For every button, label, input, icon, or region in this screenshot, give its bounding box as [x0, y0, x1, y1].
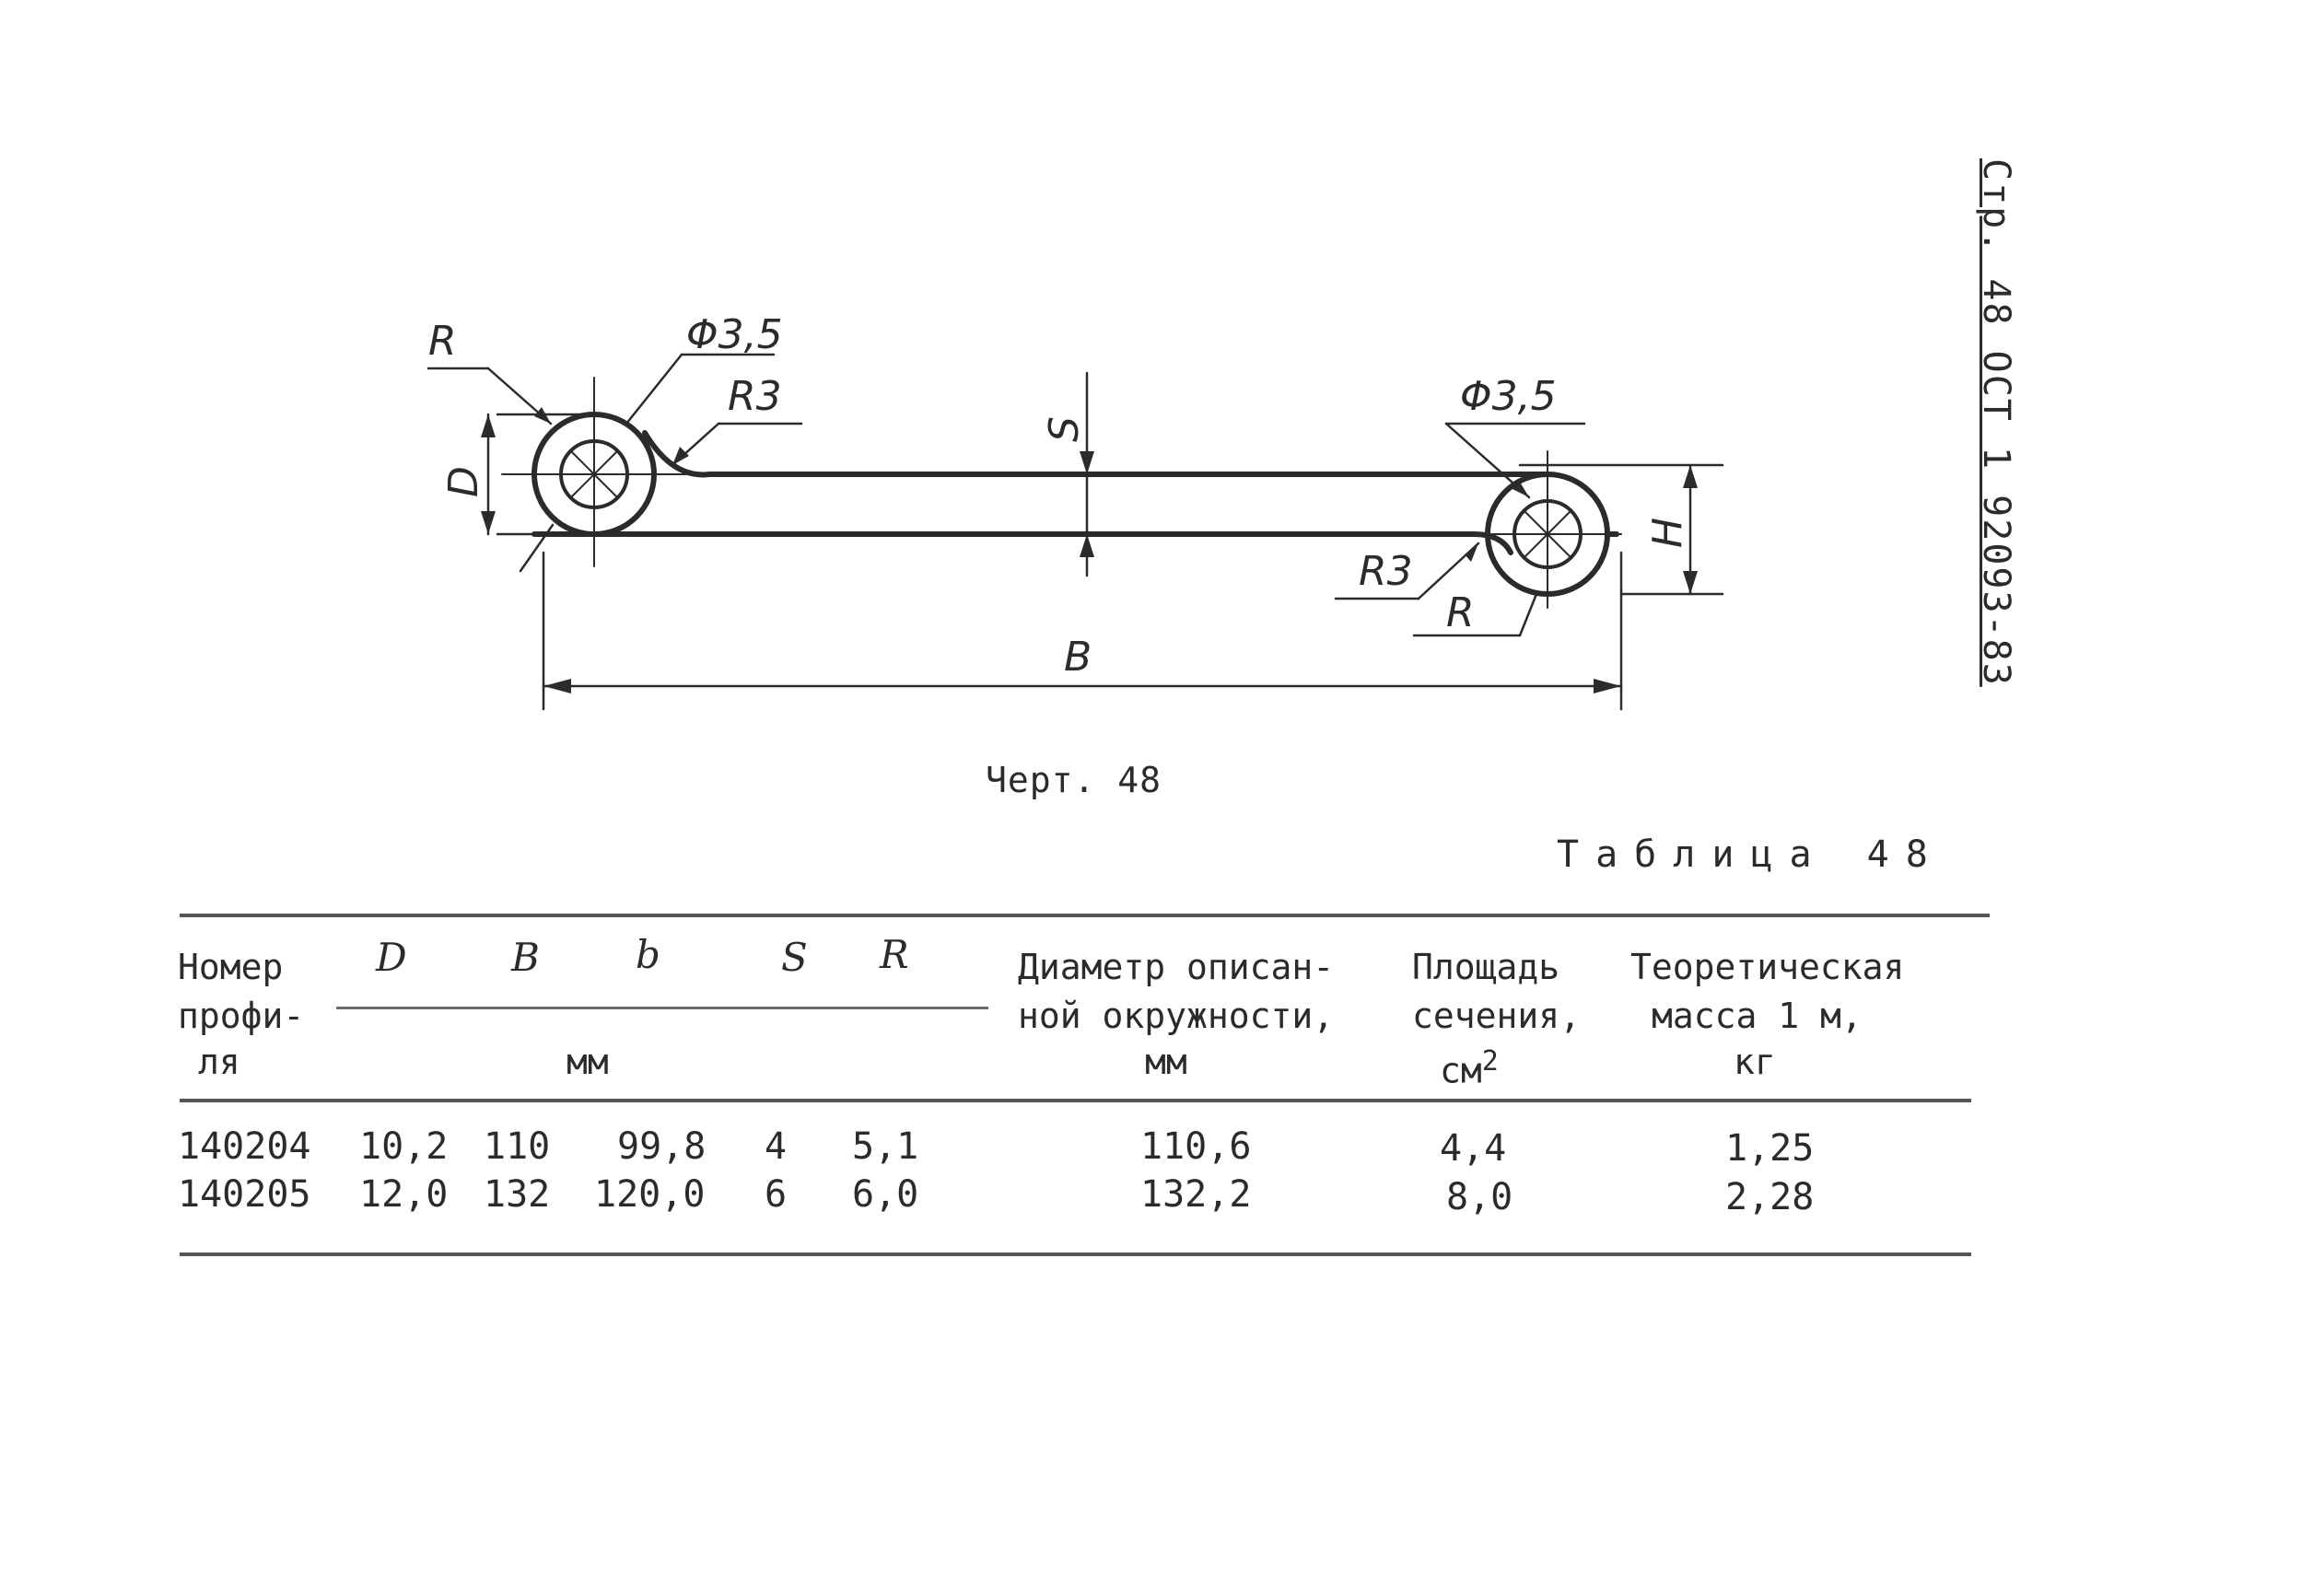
- dimension-lines: [426, 353, 1724, 711]
- row2-profile: 140205: [178, 1173, 311, 1216]
- label-phi-left: Φ3,5: [686, 311, 783, 358]
- label-B: B: [1064, 634, 1092, 681]
- label-R3-top: R3: [728, 373, 782, 420]
- profile-holes: [559, 439, 1583, 569]
- header-bottom-rule: [180, 1099, 1971, 1102]
- label-H: H: [1644, 518, 1691, 548]
- label-R-top: R: [428, 318, 457, 365]
- header-area-line1: Площадь: [1412, 947, 1560, 987]
- row1-area: 4,4: [1440, 1127, 1507, 1170]
- header-area-line3: см2: [1440, 1039, 1499, 1094]
- label-S: S: [1041, 416, 1088, 442]
- header-S: S: [781, 935, 808, 980]
- table-top-rule: [180, 914, 1990, 917]
- header-profile-line2: профи-: [178, 996, 305, 1036]
- row1-mass: 1,25: [1725, 1127, 1815, 1170]
- header-profile-line1: Номер: [178, 947, 284, 987]
- area-unit-exponent: 2: [1481, 1045, 1499, 1078]
- header-profile-line3: ля: [198, 1042, 240, 1082]
- label-R3-bottom: R3: [1359, 548, 1413, 595]
- table-title: Таблица 48: [1557, 833, 1945, 876]
- header-mass-line3: кг: [1734, 1042, 1776, 1082]
- row1-R: 5,1: [852, 1125, 919, 1168]
- header-R: R: [880, 932, 909, 977]
- row1-B: 110: [484, 1125, 551, 1168]
- row2-S: 6: [765, 1173, 788, 1216]
- label-phi-right: Φ3,5: [1460, 373, 1557, 420]
- row2-area: 8,0: [1446, 1176, 1513, 1218]
- arrowheads: [481, 407, 1698, 693]
- header-mass-line1: Теоретическая: [1630, 947, 1905, 987]
- header-D: D: [376, 935, 407, 980]
- row2-mass: 2,28: [1725, 1176, 1815, 1218]
- label-R-bottom: R: [1446, 589, 1475, 636]
- row2-b: 120,0: [594, 1173, 706, 1216]
- label-D: D: [440, 466, 487, 497]
- area-unit: см: [1440, 1050, 1482, 1091]
- header-diameter-line3: мм: [1145, 1042, 1187, 1082]
- row2-B: 132: [484, 1173, 551, 1216]
- header-b: b: [636, 932, 660, 977]
- row1-diameter: 110,6: [1140, 1125, 1252, 1168]
- mm-group-rule: [336, 1007, 988, 1009]
- row2-diameter: 132,2: [1140, 1173, 1252, 1216]
- row2-R: 6,0: [852, 1173, 919, 1216]
- header-mm-group: мм: [566, 1042, 609, 1082]
- header-area-line2: сечения,: [1412, 996, 1582, 1036]
- header-diameter-line1: Диаметр описан-: [1018, 947, 1335, 987]
- header-diameter-line2: ной окружности,: [1018, 996, 1335, 1036]
- row1-b: 99,8: [617, 1125, 707, 1168]
- row1-profile: 140204: [178, 1125, 311, 1168]
- row1-D: 10,2: [359, 1125, 449, 1168]
- centerlines: [501, 377, 1622, 609]
- table-bottom-rule: [180, 1252, 1971, 1256]
- figure-caption: Черт. 48: [986, 760, 1162, 800]
- header-B: B: [511, 935, 540, 980]
- row1-S: 4: [765, 1125, 788, 1168]
- header-mass-line2: масса 1 м,: [1652, 996, 1863, 1036]
- row2-D: 12,0: [359, 1173, 449, 1216]
